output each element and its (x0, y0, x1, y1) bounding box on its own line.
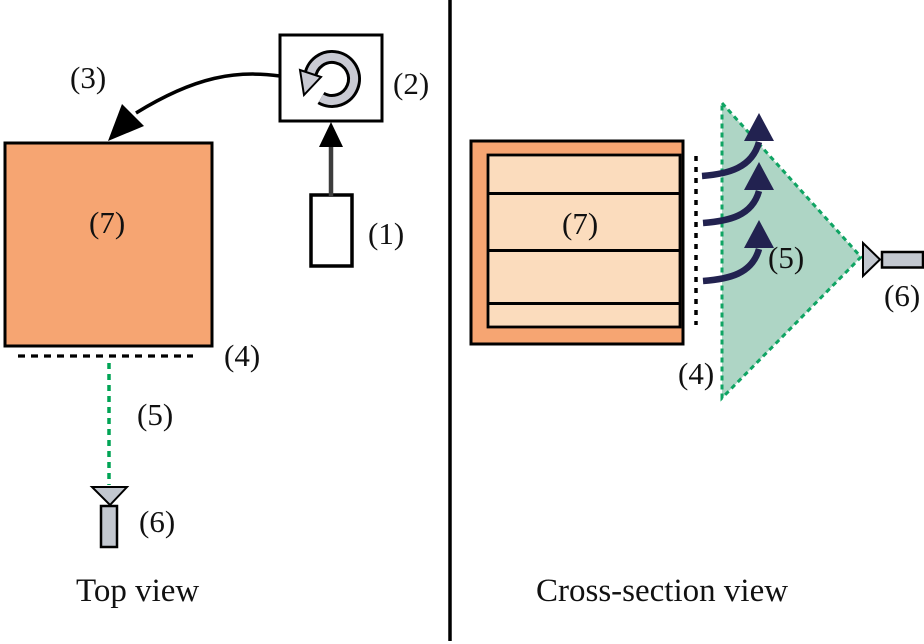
funnel-detector-icon (862, 240, 924, 279)
curved-up-arrow-icon (702, 162, 774, 227)
sample-cross-section-layers (486, 153, 682, 329)
label-sample-left: (7) (89, 205, 126, 240)
label-laser: (1) (368, 216, 405, 251)
label-detector-left: (6) (139, 504, 176, 539)
rotation-arrow-icon (298, 50, 361, 108)
beam-arrow (108, 72, 281, 141)
curved-up-arrow-icon (702, 220, 774, 285)
label-scanner: (2) (393, 66, 430, 101)
laser-to-scanner-arrow (319, 122, 343, 196)
emission-arrows (701, 113, 774, 285)
cross-section-panel (469, 99, 924, 402)
label-emission-right: (5) (768, 240, 805, 275)
label-beam-arrow: (3) (70, 60, 107, 95)
label-scan-line-right: (4) (678, 356, 715, 391)
scanner-box (278, 33, 384, 123)
curved-up-arrow-icon (701, 113, 774, 180)
right-panel-title: Cross-section view (536, 573, 789, 609)
label-detector-right: (6) (884, 278, 921, 313)
label-scan-line-left: (4) (224, 338, 261, 373)
sample-square (3, 141, 214, 348)
left-panel-title: Top view (76, 573, 200, 609)
label-sample-right: (7) (562, 206, 599, 241)
top-view-panel (3, 33, 384, 549)
label-emission-left: (5) (137, 397, 174, 432)
laser-box (309, 193, 354, 268)
funnel-detector-icon (89, 486, 130, 549)
